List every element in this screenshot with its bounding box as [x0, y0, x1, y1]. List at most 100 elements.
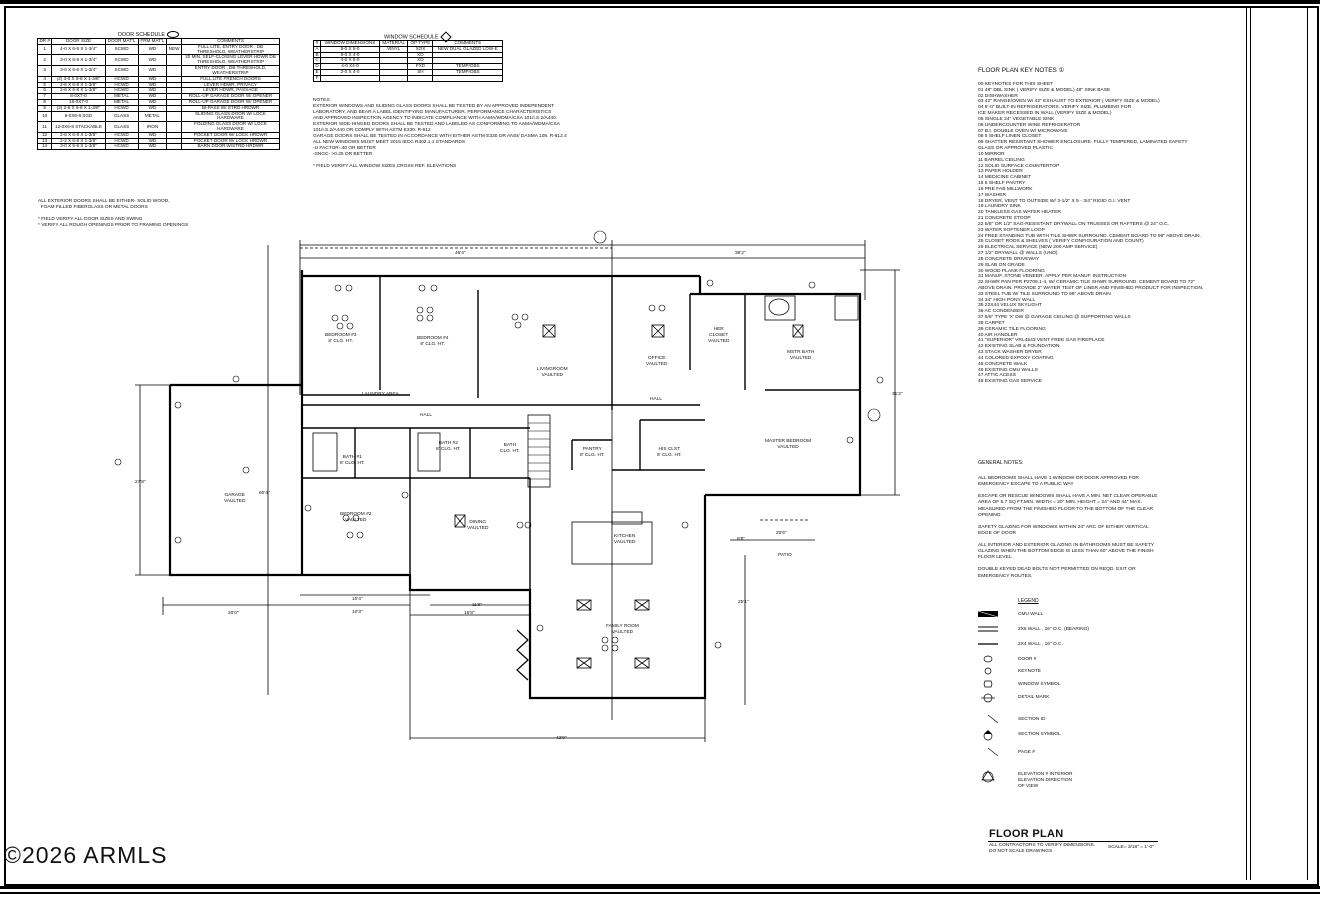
keynote-item: 09 SHATTER RESISTANT SHOWER ENCLOSURE- F… — [978, 140, 1188, 146]
keynote-item: 11 BARREL CEILING — [978, 157, 1025, 163]
door-note-line: * VERIFY ALL ROUGH OPENINGS PRIOR TO FRA… — [38, 222, 189, 228]
keynote-item: 43 STACK WASHER DRYER — [978, 350, 1042, 356]
legend-item: DETAIL MARK — [978, 693, 1138, 703]
door-schedule-cell: HCWD — [104, 104, 139, 112]
legend-label: 2X6 WALL , 16" O.C. (BEARING) — [1018, 627, 1089, 632]
room-ceiling: CLG. HT. — [500, 448, 520, 454]
room-name: LAUNDRY AREA — [362, 392, 399, 397]
keynote-item: 45 CONCRETE WALK — [978, 361, 1028, 367]
room-ceiling: VAULTED — [708, 338, 730, 344]
cmu-wall-icon — [977, 610, 1000, 620]
window-note-line: * FIELD VERIFY ALL WINDOW SIZES,CROSS RE… — [313, 163, 457, 169]
door-note-line: FOAM FILLED FIBERGLASS OR METAL DOORS — [38, 204, 148, 210]
keynote-item: 15 5 SHELF PANTRY — [978, 181, 1026, 187]
keynote-item: 13 PAPER HOLDER — [978, 169, 1023, 175]
dim-family-height: 25'1" — [738, 600, 749, 605]
window-schedule-notes: NOTES:EXTERIOR WINDOWS AND SLIDING GLASS… — [313, 98, 567, 170]
door-schedule-header-cell: FRM MAT'L — [137, 38, 168, 45]
keynote-item: 12 SOLID SURFACE COUNTERTOP — [978, 163, 1060, 169]
room-ceiling: VAULTED — [541, 372, 564, 378]
sheet-border — [4, 6, 1319, 886]
keynote-item: 00 KEYNOTES FOR THIS SHEET — [978, 82, 1054, 87]
room-ceiling: VAULTED — [777, 444, 799, 450]
dim-patio-2: 20'6" — [776, 531, 787, 536]
room-name: HER — [713, 327, 724, 332]
keynote-item: 07 B.I. DOUBLE OVEN W/ MICROWAVE — [978, 128, 1068, 134]
door-note-line: * FIELD VERIFY ALL DOOR SIZES AND SWING — [38, 216, 143, 222]
room-name: OFFICE — [647, 356, 666, 361]
keynote-item: 39 CERAMIC TILE FLOORING — [978, 326, 1046, 332]
legend-item: DOOR # — [978, 655, 1138, 665]
keynote-item: 44 COLORED EXPOXY COATING — [978, 355, 1054, 361]
keynote-item: 48 EXISTING GAS SERVICE — [978, 379, 1043, 385]
keynote-item: 27 1/2" DRYWALL @ WALLS (UNO) — [978, 251, 1058, 257]
keynote-item: 10 MIRROR — [978, 151, 1005, 157]
room-ceiling: VAULTED — [789, 355, 812, 361]
window-note-line: -U FACTOR-.40 OR BETTER — [313, 145, 376, 151]
legend-item: 2X6 WALL , 16" O.C. (BEARING) — [978, 625, 1138, 635]
detail-mark-icon — [978, 693, 1000, 703]
plan-subtitle: ALL CONTRACTORS TO VERIFY DIMENSIONS. DO… — [989, 843, 1095, 855]
room-ceiling: VAULTED — [614, 539, 636, 545]
room-name: BEDROOM #2 — [340, 512, 372, 517]
window-schedule-title: WINDOW SCHEDULE — [384, 31, 452, 43]
keynote-item: 34 34" HIGH PONY WALL — [978, 297, 1036, 303]
window-note-line: -SNGC- >0.25 OR BETTER — [313, 151, 373, 157]
legend-item: KEYNOTE — [978, 667, 1138, 677]
room-ceiling: VAULTED — [467, 525, 489, 531]
keynote-symbol-icon: ① — [1058, 67, 1065, 74]
room-name: BATH #2 — [438, 441, 458, 446]
door-schedule-header-cell: COMMENTS — [181, 38, 280, 45]
section-icon — [978, 730, 1000, 741]
keynote-item: 47 ATTIC ACESS — [978, 373, 1016, 379]
keynote-item: 46 EXISTING CMU WALLS — [978, 367, 1038, 373]
plan-scale: SCALE= 3/16" = 1'-0" — [1108, 845, 1154, 850]
keynotes-title: FLOOR PLAN KEY NOTES ① — [978, 66, 1064, 74]
dim-right: 31'2" — [892, 392, 903, 397]
keynotes-title-text: FLOOR PLAN KEY NOTES — [978, 67, 1057, 74]
dim-bottom-2: 10'3" — [352, 610, 363, 615]
room-ceiling: VAULTED — [224, 498, 246, 504]
room-hall-2: HALL — [650, 397, 662, 403]
door-tag-icon — [978, 655, 1000, 665]
keynote-item: 16 PRE FAB MILLWORK — [978, 186, 1033, 192]
legend-label: DETAIL MARK — [1018, 695, 1050, 700]
door-schedule-title-text: DOOR SCHEDULE — [118, 31, 166, 38]
sheet-bottom-border — [0, 886, 1320, 889]
keynote-item: ABOVE DRAIN. PROVIDE 2" WATER TEST OF LI… — [978, 285, 1204, 291]
room-name-2: CLOSET — [709, 332, 729, 338]
legend-item: ELEVATION # INTERIOR ELEVATION DIRECTION… — [978, 770, 1138, 789]
keynote-item: 06 UNDERCOUNTER WINE REFRIGERATOR — [978, 122, 1081, 128]
legend-label: SECTION ID — [1018, 717, 1046, 722]
window-schedule-title-text: WINDOW SCHEDULE — [384, 34, 439, 41]
legend-label: PAGE # — [1018, 750, 1035, 755]
room-hall-1: HALL — [420, 413, 432, 419]
room-ceiling: VAULTED — [646, 361, 668, 367]
keynote-item: 33 STEEL TUB W/ TILE SURROUND TO 96" ABO… — [978, 291, 1111, 297]
keynote-item: 18 DRYER, VENT TO OUTSIDE W/ 3-1/2" X 5 … — [978, 198, 1131, 204]
page-number-icon — [978, 747, 1000, 758]
elevation-icon — [978, 770, 1000, 783]
room-name: GARAGE — [224, 493, 245, 498]
keynote-item: 01 48" DBL SINK ( VERIFY SIZE & MODEL) 4… — [978, 87, 1111, 93]
keynote-item: 25 CLOSET RODS & SHELVES ( VERIFY CONFIG… — [978, 239, 1144, 245]
door-schedule-cell: BI-PASS W/ STRD HRDWR — [181, 104, 280, 112]
window-tag-icon — [978, 680, 1000, 690]
room-name: BEDROOM #3 — [325, 333, 357, 338]
keynote-item: 28 CONCRETE DRIVEWAY — [978, 256, 1040, 262]
keynote-item: 05 SINGLE 24" VEGETABLE SINK — [978, 116, 1055, 122]
window-note-line: 101/I.S.2/A440 OR COMPLY WITH ASTM E330.… — [313, 127, 431, 133]
keynote-item: 26 ELECTRICAL SERVICE (NEW 200 AMP SERVI… — [978, 245, 1098, 251]
keynote-item: GLASS OR APPROVED PLASTIC — [978, 146, 1054, 152]
room-ceiling: 8' CLG. HT. — [436, 446, 461, 452]
door-schedule-cell: BARN DOOR W/STRD HRDWR — [181, 143, 280, 151]
room-patio: PATIO — [778, 553, 792, 559]
legend-label: KEYNOTE — [1018, 669, 1041, 674]
window-schedule-row: F — [313, 74, 503, 82]
